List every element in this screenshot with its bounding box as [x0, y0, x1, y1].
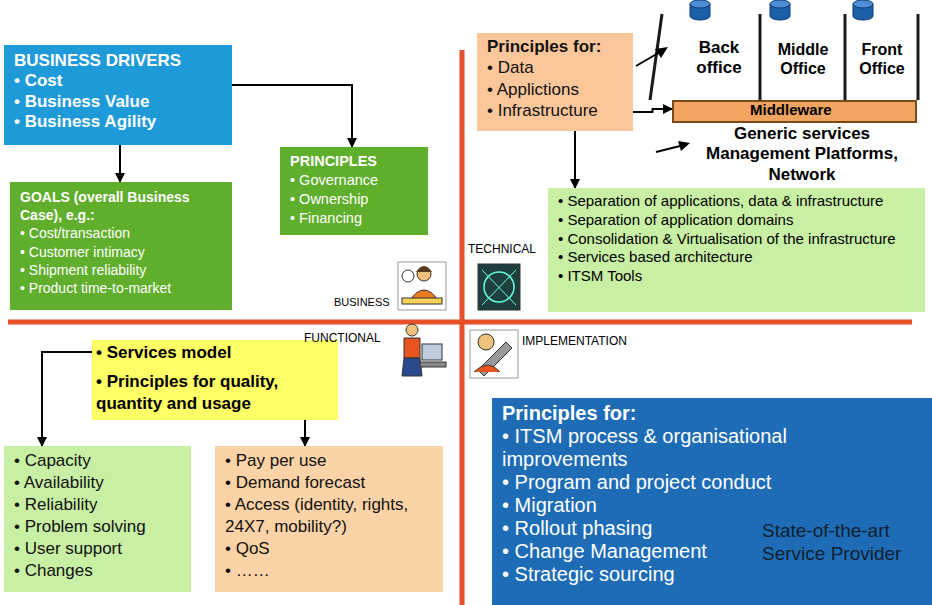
box-text: • Pay per use — [225, 450, 433, 472]
box-text: • Demand forecast — [225, 472, 433, 494]
box-text: • Cost — [14, 71, 222, 91]
box-text: • Migration — [502, 494, 822, 517]
box-text: • Program and project conduct — [502, 471, 822, 494]
box-text: • ITSM process & organisational improvem… — [502, 425, 822, 471]
box-text: • Business Value — [14, 92, 222, 112]
principle-list-box: • Separation of applications, data & inf… — [548, 188, 925, 312]
box-text: • Problem solving — [14, 516, 181, 538]
goal-box: GOALS (overall Business Case), e.g.:• Co… — [10, 182, 232, 310]
box-text: • QoS — [225, 538, 433, 560]
technical-icon — [478, 264, 520, 310]
box-heading: PRINCIPLES — [290, 152, 418, 171]
connector-arrow — [42, 352, 92, 446]
connector-arrow — [304, 420, 306, 446]
architecture-label: Back office — [682, 38, 756, 79]
box-text: • Services model — [96, 342, 334, 363]
implementation-icon — [470, 330, 518, 378]
quadrant-label: BUSINESS — [334, 296, 396, 309]
connector-arrow — [633, 109, 672, 112]
box-text: • Product time-to-market — [20, 279, 222, 297]
connector-arrow — [574, 131, 576, 188]
box-text: • Shipment reliability — [20, 261, 222, 279]
driver-box: BUSINESS DRIVERS• Cost• Business Value• … — [4, 45, 232, 145]
box-heading: GOALS (overall Business Case), e.g.: — [20, 188, 222, 224]
middleware-bar: Middleware — [672, 100, 917, 123]
box-text: • Data — [487, 57, 623, 78]
model-box: • Services model • Principles for quality… — [92, 340, 338, 420]
business-icon — [398, 262, 446, 310]
box-heading: Principles for: — [502, 402, 822, 425]
database-symbol — [690, 0, 873, 20]
architecture-label: Middle Office — [764, 40, 842, 78]
principle-box: PRINCIPLES• Governance• Ownership• Finan… — [280, 147, 428, 235]
box-text: • Applictions — [487, 79, 623, 100]
box-text: • Reliability — [14, 494, 181, 516]
principle-box: Principles for:• Data• Applictions• Infr… — [477, 33, 633, 131]
box-text: • Governance — [290, 171, 418, 190]
architecture-label: Front Office — [848, 40, 916, 78]
connector-arrow — [232, 85, 352, 147]
box-text: • Customer intimacy — [20, 243, 222, 261]
box-text: • Strategic sourcing — [502, 563, 822, 586]
quality-box: • Capacity• Availability• Reliability• P… — [4, 446, 191, 592]
implementation-box: Principles for:• ITSM process & organisa… — [492, 398, 932, 605]
box-text: • Access (identity, rights, 24X7, mobili… — [225, 494, 433, 538]
box-text: Middleware — [750, 102, 915, 119]
box-text: • Availability — [14, 472, 181, 494]
box-text: • Services based architecture — [558, 248, 915, 267]
box-text: • Infrastructure — [487, 100, 623, 121]
box-text: State-of-the-art Service Provider — [762, 520, 922, 566]
connector-arrow — [119, 145, 121, 182]
box-text: • Separation of applications, data & inf… — [558, 192, 915, 211]
office-columns — [650, 14, 918, 100]
box-text: • …… — [225, 560, 433, 582]
quadrant-label: IMPLEMENTATION — [522, 334, 642, 348]
box-text: • Separation of application domains — [558, 211, 915, 230]
box-heading: Principles for: — [487, 36, 623, 57]
box-text: • ITSM Tools — [558, 267, 915, 286]
architecture-label: Generic services Management Platforms, N… — [702, 124, 902, 185]
box-text: • Financing — [290, 209, 418, 228]
box-text: • Changes — [14, 560, 181, 582]
box-text: • User support — [14, 538, 181, 560]
box-heading: BUSINESS DRIVERS — [14, 51, 222, 71]
functional-icon — [402, 324, 446, 376]
axis-line — [460, 50, 465, 605]
box-text: • Capacity — [14, 450, 181, 472]
box-text: • Business Agility — [14, 112, 222, 132]
box-text: • Consolidation & Virtualisation of the … — [558, 230, 915, 249]
box-text: • Ownership — [290, 190, 418, 209]
quadrant-label: TECHNICAL — [468, 242, 558, 256]
box-text: • Principles for quality, quantity and u… — [96, 371, 334, 414]
quadrant-label: FUNCTIONAL — [304, 331, 398, 345]
box-text: • Cost/transaction — [20, 224, 222, 242]
usage-box: • Pay per use• Demand forecast• Access (… — [215, 446, 443, 592]
